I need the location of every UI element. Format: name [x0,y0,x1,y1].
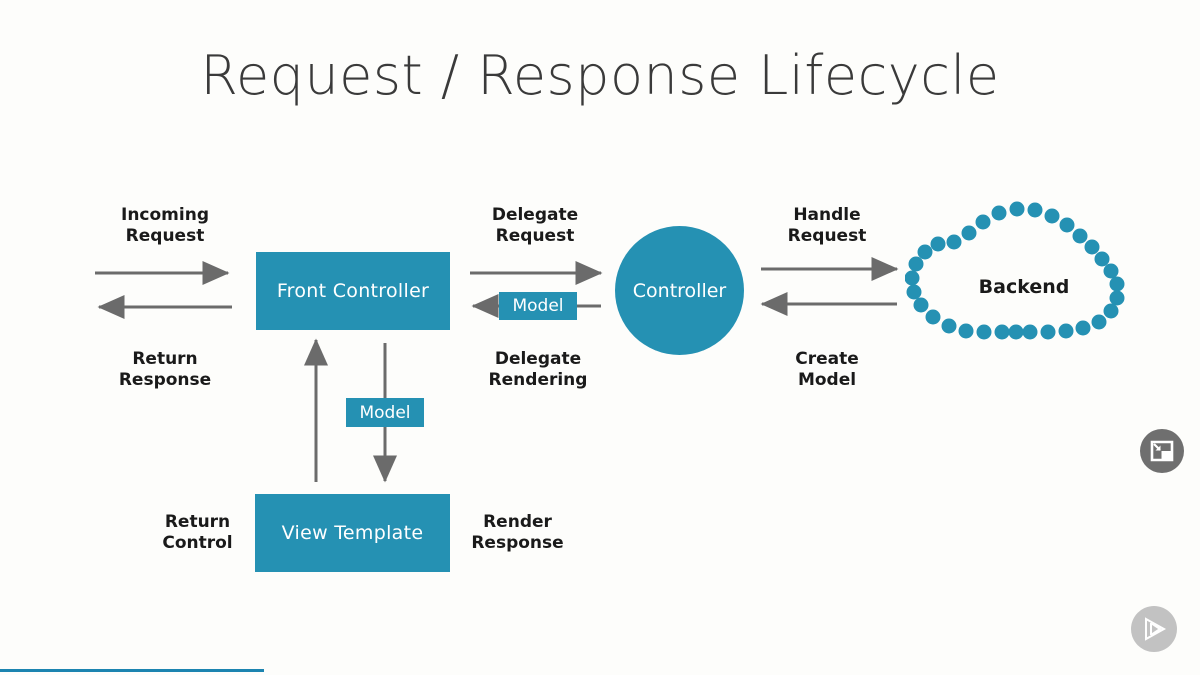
node-backend-cloud [905,201,1125,340]
node-view-template: View Template [255,494,450,572]
model-badge-front-controller-to-view-template: Model [346,398,424,427]
play-triangle-icon [1145,617,1167,641]
node-controller: Controller [615,226,744,355]
label-delegate-rendering: Delegate Rendering [488,349,588,391]
video-progress-fill [0,669,264,672]
label-return-response: Return Response [118,349,212,391]
label-return-control: Return Control [162,512,233,554]
node-backend-label: Backend [978,276,1070,298]
label-create-model: Create Model [795,349,859,391]
label-handle-request: Handle Request [787,205,867,247]
page-title: Request / Response Lifecycle [200,44,1000,107]
node-front-controller: Front Controller [256,252,450,330]
model-badge-controller-to-front-controller: Model [499,292,577,320]
brand-play-logo[interactable] [1131,606,1177,652]
picture-in-picture-icon [1150,440,1174,462]
label-delegate-request: Delegate Request [491,205,579,247]
picture-in-picture-button[interactable] [1140,429,1184,473]
label-incoming-request: Incoming Request [121,205,209,247]
label-render-response: Render Response [471,512,564,554]
